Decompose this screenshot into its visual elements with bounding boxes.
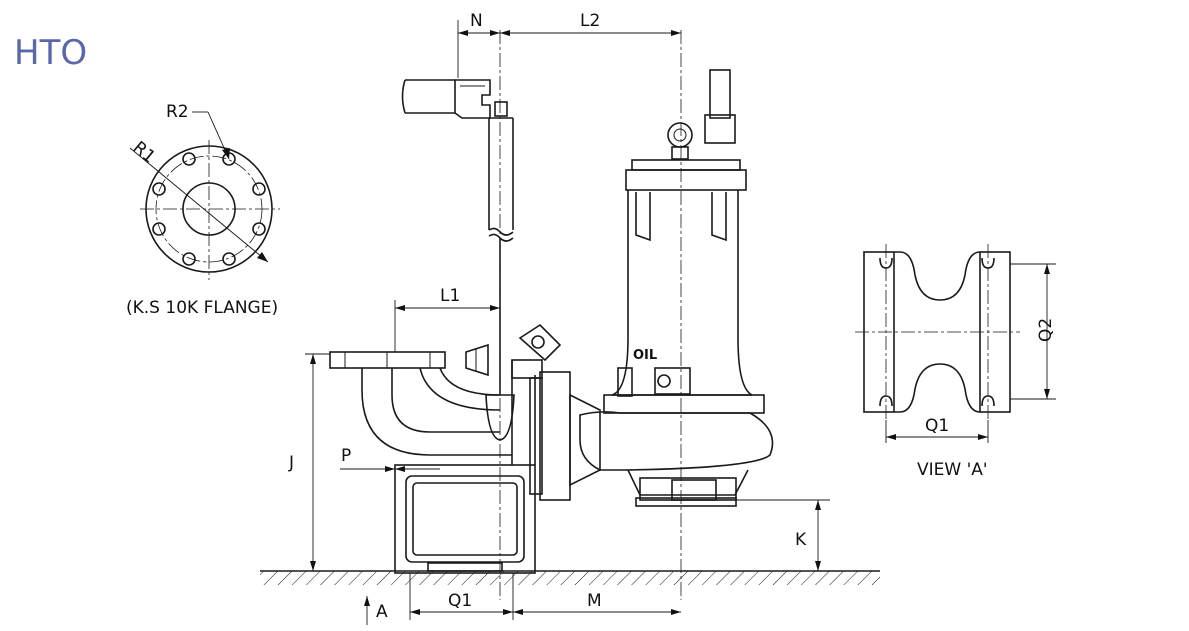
- flange-caption: (K.S 10K FLANGE): [126, 298, 278, 318]
- dim-l1-label: L1: [440, 286, 460, 306]
- dim-q1-label: Q1: [448, 591, 472, 611]
- oil-label: OIL: [633, 348, 657, 363]
- dimension-lines: N L2 L1 J P K A: [288, 11, 830, 625]
- pump-body: OIL: [529, 69, 774, 507]
- view-caption: VIEW 'A': [917, 460, 988, 480]
- dim-q1-view-label: Q1: [925, 416, 949, 436]
- flange-view: R1 R2: [129, 102, 280, 280]
- dim-l2-label: L2: [580, 11, 600, 31]
- dim-p-label: P: [341, 446, 351, 466]
- discharge-elbow: [329, 343, 543, 574]
- page-title: HTO: [14, 33, 87, 73]
- view-a: Q2 Q1: [855, 244, 1056, 443]
- dim-m-label: M: [587, 591, 602, 611]
- lifting-lug: [518, 323, 562, 362]
- dim-k-label: K: [795, 530, 807, 550]
- guide-pipe: [401, 79, 514, 395]
- dim-r1-label: R1: [129, 138, 159, 168]
- dim-r2-label: R2: [166, 102, 189, 122]
- dim-a-label: A: [376, 602, 388, 622]
- dim-q2-label: Q2: [1036, 318, 1056, 342]
- dim-j-label: J: [288, 453, 294, 473]
- dim-n-label: N: [470, 11, 483, 31]
- bolt-holes: [152, 152, 266, 266]
- ground: [260, 570, 880, 585]
